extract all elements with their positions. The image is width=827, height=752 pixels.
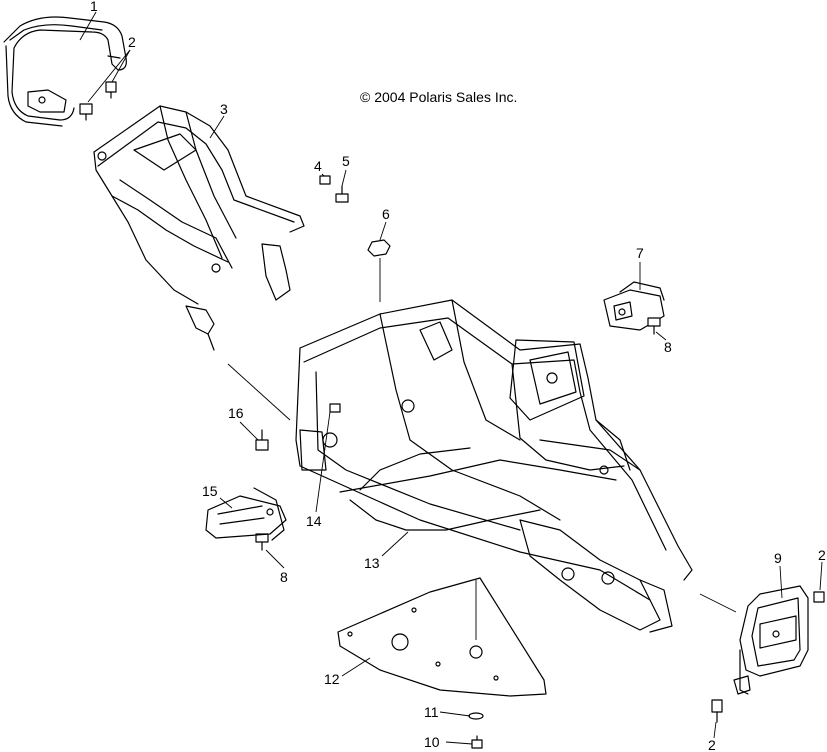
callout-11: 11 <box>424 704 439 720</box>
part-2-bolts-top <box>79 81 117 121</box>
part-6-nut <box>367 239 391 302</box>
part-11-washer <box>468 712 484 720</box>
part-8-bolt-right <box>647 317 661 335</box>
part-10-bolt <box>471 735 483 749</box>
callout-1: 1 <box>90 0 98 14</box>
part-15-footrest-left <box>205 487 287 541</box>
part-8-bolt-left <box>255 533 269 551</box>
part-4-nut <box>319 175 331 185</box>
part-1-rear-bumper <box>3 16 127 127</box>
callout-12: 12 <box>324 671 340 687</box>
callout-2-front-right: 2 <box>818 547 826 563</box>
callout-15: 15 <box>202 483 218 499</box>
callout-8-right: 8 <box>664 339 672 355</box>
callout-13: 13 <box>364 555 380 571</box>
part-14-bolt <box>329 403 341 413</box>
callout-8-left: 8 <box>280 569 288 585</box>
callout-leaders <box>79 11 823 745</box>
callout-4: 4 <box>314 158 322 174</box>
callout-3: 3 <box>220 101 228 117</box>
callout-9: 9 <box>774 550 782 566</box>
callout-16: 16 <box>228 405 244 421</box>
callout-2-top: 2 <box>128 34 136 50</box>
copyright-text: © 2004 Polaris Sales Inc. <box>360 89 517 105</box>
callout-labels: 1 2 3 4 5 6 7 8 16 14 15 13 8 12 11 10 9… <box>90 0 826 752</box>
callout-7: 7 <box>636 245 644 261</box>
alignment-lines <box>227 363 737 613</box>
part-2-bolt-front-lower <box>711 699 723 723</box>
part-16-bolt <box>255 429 269 451</box>
part-7-footrest-right <box>603 281 665 331</box>
part-3-subframe <box>93 105 305 351</box>
part-12-skid-plate <box>337 577 547 697</box>
part-2-bolt-front-right <box>813 591 825 603</box>
callout-6: 6 <box>382 206 390 222</box>
callout-10: 10 <box>424 734 440 750</box>
callout-14: 14 <box>306 513 322 529</box>
part-9-front-bumper <box>733 585 809 695</box>
part-5-bolt <box>335 185 349 203</box>
callout-5: 5 <box>342 153 350 169</box>
part-13-main-frame <box>295 299 693 633</box>
callout-2-front-lower: 2 <box>708 737 716 752</box>
